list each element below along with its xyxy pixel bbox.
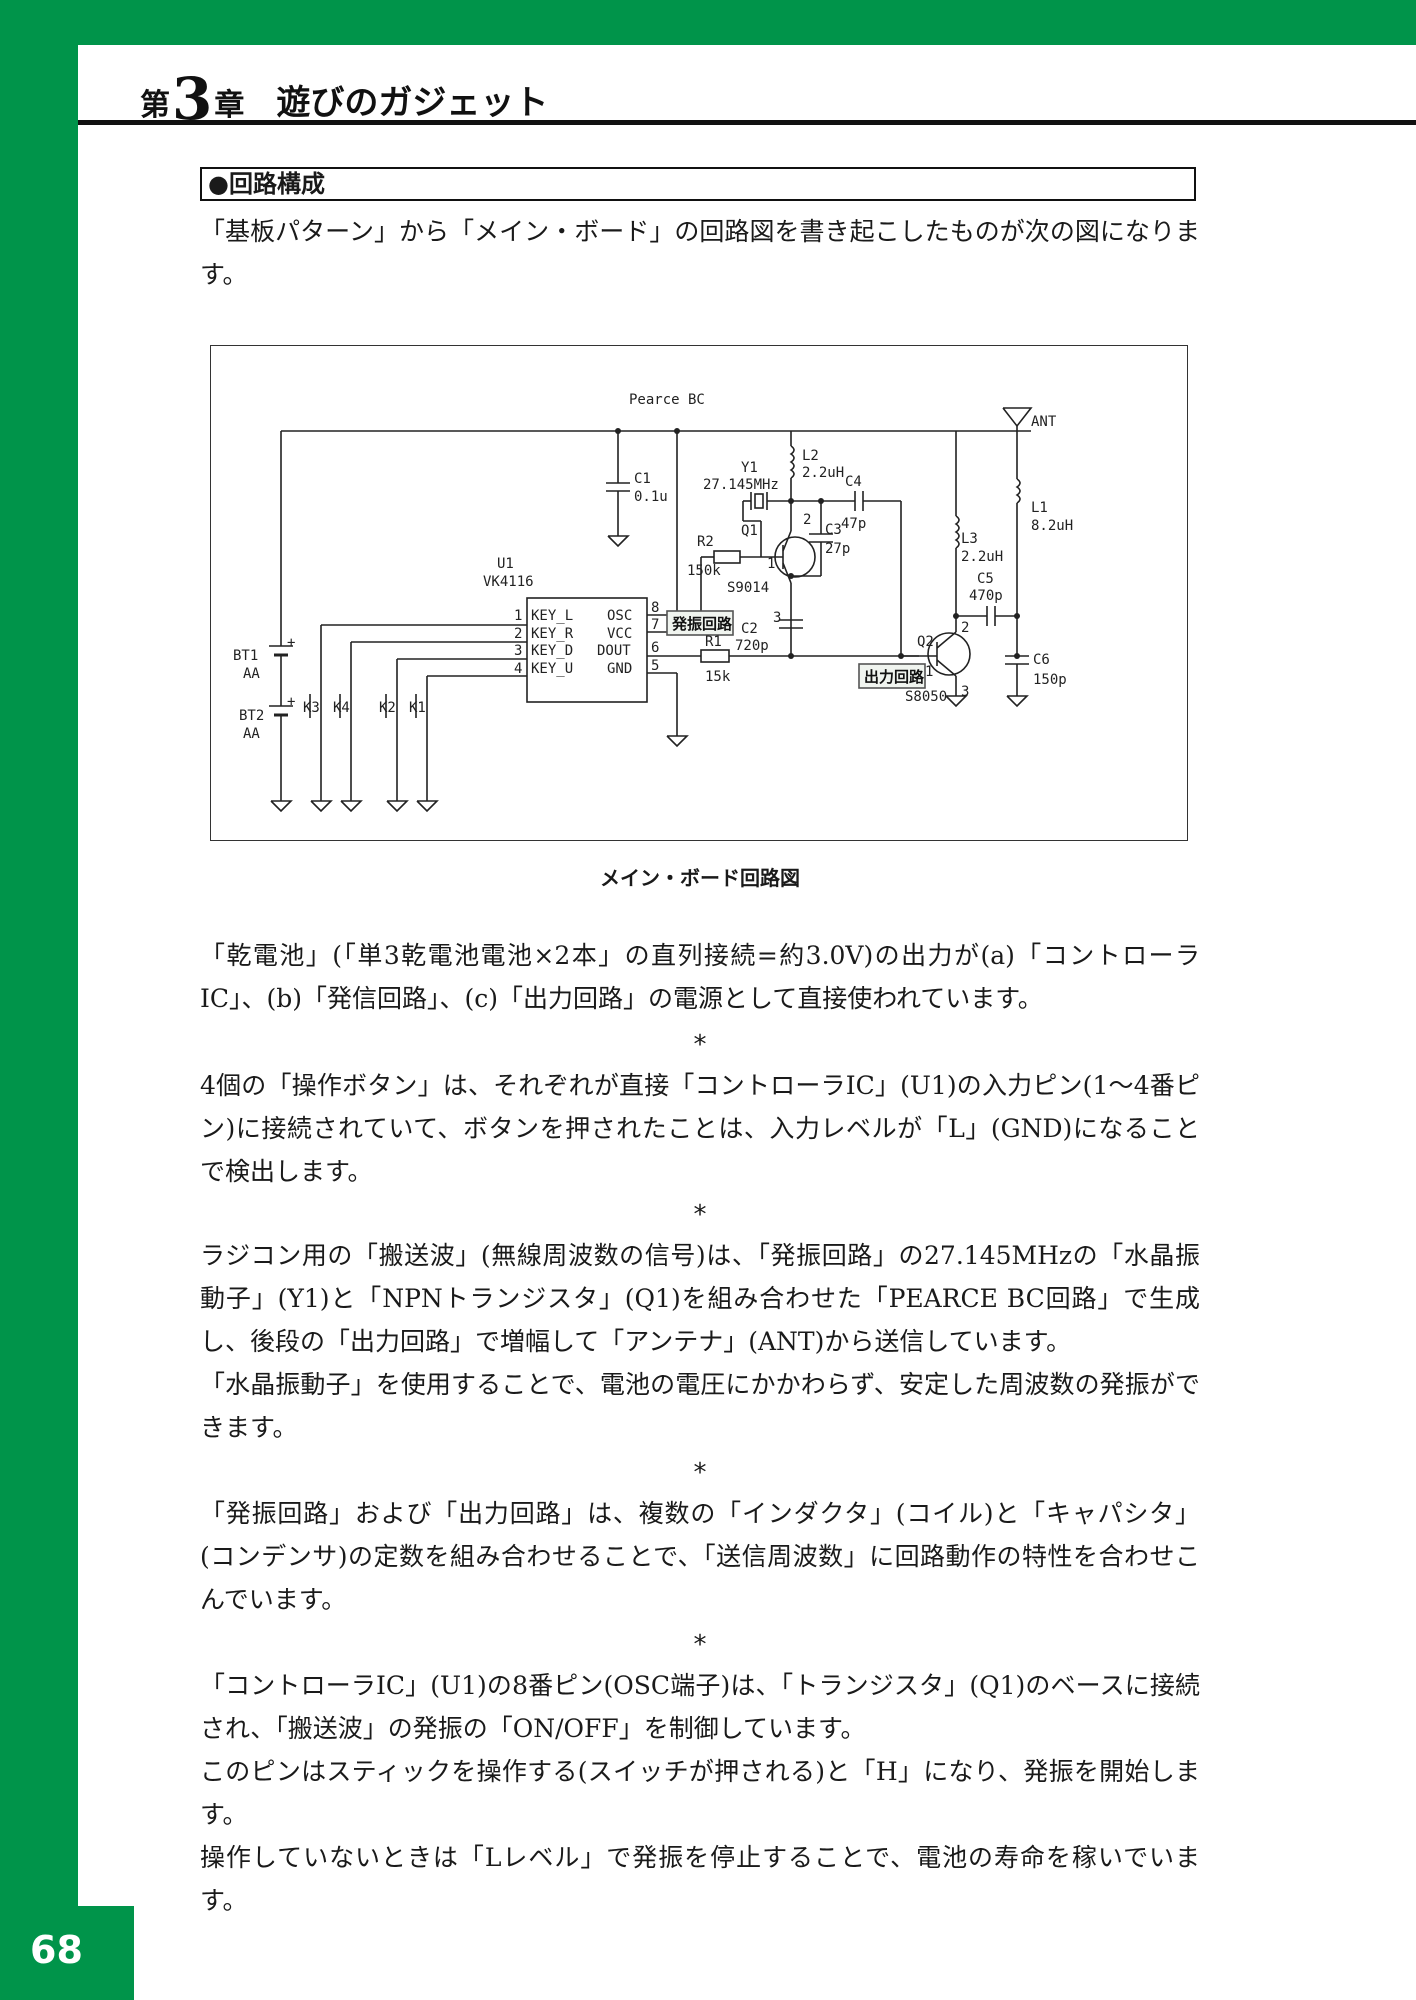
- chapter-header: 第 3 章 遊びのガジェット: [140, 64, 549, 133]
- separator-4: *: [693, 1630, 707, 1660]
- l3-value: 2.2uH: [961, 549, 1003, 565]
- separator-2: *: [693, 1200, 707, 1230]
- schematic-svg: Pearce BC U1 VK4116 KEY_L KEY_R KEY_D KE…: [233, 392, 1073, 813]
- paragraph-7: このピンはスティックを操作する(スイッチが押される)と「H」になり、発振を開始し…: [200, 1757, 1200, 1829]
- bt2-plus: +: [287, 694, 295, 710]
- c6-value: 150p: [1033, 672, 1067, 688]
- bt2-label: BT2: [239, 708, 264, 724]
- figure-caption: メイン・ボード回路図: [600, 866, 800, 890]
- section-heading: ●回路構成: [200, 167, 1196, 201]
- c1-value: 0.1u: [634, 489, 668, 505]
- u1-pin-num-1: 1: [514, 608, 522, 624]
- label-osc-circuit: 発振回路: [671, 615, 733, 633]
- q1-pin-1: 1: [767, 556, 775, 572]
- q2-part: S8050: [905, 689, 947, 705]
- bt1-label: BT1: [233, 648, 258, 664]
- key-k2: K2: [379, 700, 396, 716]
- c4-value: 47p: [841, 516, 866, 532]
- r2-label: R2: [697, 534, 714, 550]
- u1-pin-key-r: KEY_R: [531, 626, 574, 642]
- circuit-diagram: Pearce BC U1 VK4116 KEY_L KEY_R KEY_D KE…: [210, 345, 1188, 841]
- u1-pin-num-2: 2: [514, 626, 522, 642]
- intro-paragraph: 「基板パターン」から「メイン・ボード」の回路図を書き起こしたものが次の図になりま…: [200, 217, 1200, 289]
- q2-pin-1: 1: [925, 664, 933, 680]
- paragraph-8: 操作していないときは「Lレベル」で発振を停止することで、電池の寿命を稼いでいます…: [200, 1843, 1200, 1915]
- u1-pin-gnd: GND: [607, 661, 632, 677]
- key-k4: K4: [333, 700, 350, 716]
- q2-pin-2: 2: [961, 620, 969, 636]
- u1-name: U1: [497, 556, 514, 572]
- q1-label: Q1: [741, 523, 758, 539]
- chapter-title: 遊びのガジェット: [276, 83, 549, 123]
- u1-part: VK4116: [483, 574, 534, 590]
- separator-3: *: [693, 1458, 707, 1488]
- q2-label: Q2: [917, 634, 934, 650]
- key-k3: K3: [303, 700, 320, 716]
- separator-1: *: [693, 1030, 707, 1060]
- r1-label: R1: [705, 634, 722, 650]
- chapter-prefix: 第: [140, 88, 170, 123]
- u1-pin-key-l: KEY_L: [531, 608, 573, 624]
- u1-pin-vcc: VCC: [607, 626, 632, 642]
- key-k1: K1: [409, 700, 426, 716]
- u1-pin-num-4: 4: [514, 661, 522, 677]
- u1-pin-num-8: 8: [651, 600, 659, 616]
- u1-pin-num-5: 5: [651, 658, 659, 674]
- q1-pin-2: 2: [803, 512, 811, 528]
- fig-title: Pearce BC: [629, 392, 705, 408]
- u1-pin-key-d: KEY_D: [531, 643, 573, 659]
- c2-value: 720p: [735, 638, 769, 654]
- label-output-circuit: 出力回路: [864, 668, 925, 686]
- c5-value: 470p: [969, 588, 1003, 604]
- u1-pin-dout: DOUT: [597, 643, 631, 659]
- bt1-plus: +: [287, 635, 295, 651]
- c6-label: C6: [1033, 652, 1050, 668]
- l2-value: 2.2uH: [802, 465, 844, 481]
- paragraph-6: 「コントローラIC」(U1)の8番ピン(OSC端子)は、「トランジスタ」(Q1)…: [200, 1671, 1200, 1743]
- chapter-suffix: 章: [214, 88, 245, 123]
- y1-value: 27.145MHz: [703, 477, 779, 493]
- c4-label: C4: [845, 474, 862, 490]
- c3-value: 27p: [825, 541, 850, 557]
- chapter-rule: [78, 120, 1416, 125]
- u1-pin-num-7: 7: [651, 617, 659, 633]
- r1-value: 15k: [705, 669, 731, 685]
- l2-label: L2: [802, 448, 819, 464]
- c5-label: C5: [977, 571, 994, 587]
- y1-label: Y1: [741, 460, 758, 476]
- bt1-type: AA: [243, 666, 260, 682]
- paragraph-2: 4個の「操作ボタン」は、それぞれが直接「コントローラIC」(U1)の入力ピン(1…: [200, 1071, 1200, 1186]
- u1-pin-num-3: 3: [514, 643, 522, 659]
- c2-label: C2: [741, 621, 758, 637]
- u1-pin-osc: OSC: [607, 608, 632, 624]
- u1-pin-key-u: KEY_U: [531, 661, 573, 677]
- u1-pin-num-6: 6: [651, 640, 659, 656]
- q2-pin-3: 3: [961, 684, 969, 700]
- q1-part: S9014: [727, 580, 769, 596]
- r2-value: 150k: [687, 563, 721, 579]
- chapter-number: 3: [172, 65, 213, 133]
- left-green-band: [0, 0, 78, 2000]
- paragraph-1: 「乾電池」(「単3乾電池電池×2本」の直列接続=約3.0V)の出力が(a)「コン…: [200, 941, 1200, 1013]
- c1-label: C1: [634, 471, 651, 487]
- c3-label: C3: [825, 522, 842, 538]
- page-number: 68: [30, 1928, 83, 1972]
- l1-label: L1: [1031, 500, 1048, 516]
- page-number-tab: [0, 1906, 134, 2000]
- q1-pin-3: 3: [773, 610, 781, 626]
- paragraph-5: 「発振回路」および「出力回路」は、複数の「インダクタ」(コイル)と「キャパシタ」…: [200, 1499, 1200, 1614]
- top-green-band: [0, 0, 1416, 45]
- paragraph-3: ラジコン用の「搬送波」(無線周波数の信号)は、「発振回路」の27.145MHzの…: [200, 1241, 1200, 1356]
- ant-label: ANT: [1031, 414, 1057, 430]
- bt2-type: AA: [243, 726, 260, 742]
- l1-value: 8.2uH: [1031, 518, 1073, 534]
- paragraph-4: 「水晶振動子」を使用することで、電池の電圧にかかわらず、安定した周波数の発振がで…: [200, 1370, 1200, 1442]
- l3-label: L3: [961, 531, 978, 547]
